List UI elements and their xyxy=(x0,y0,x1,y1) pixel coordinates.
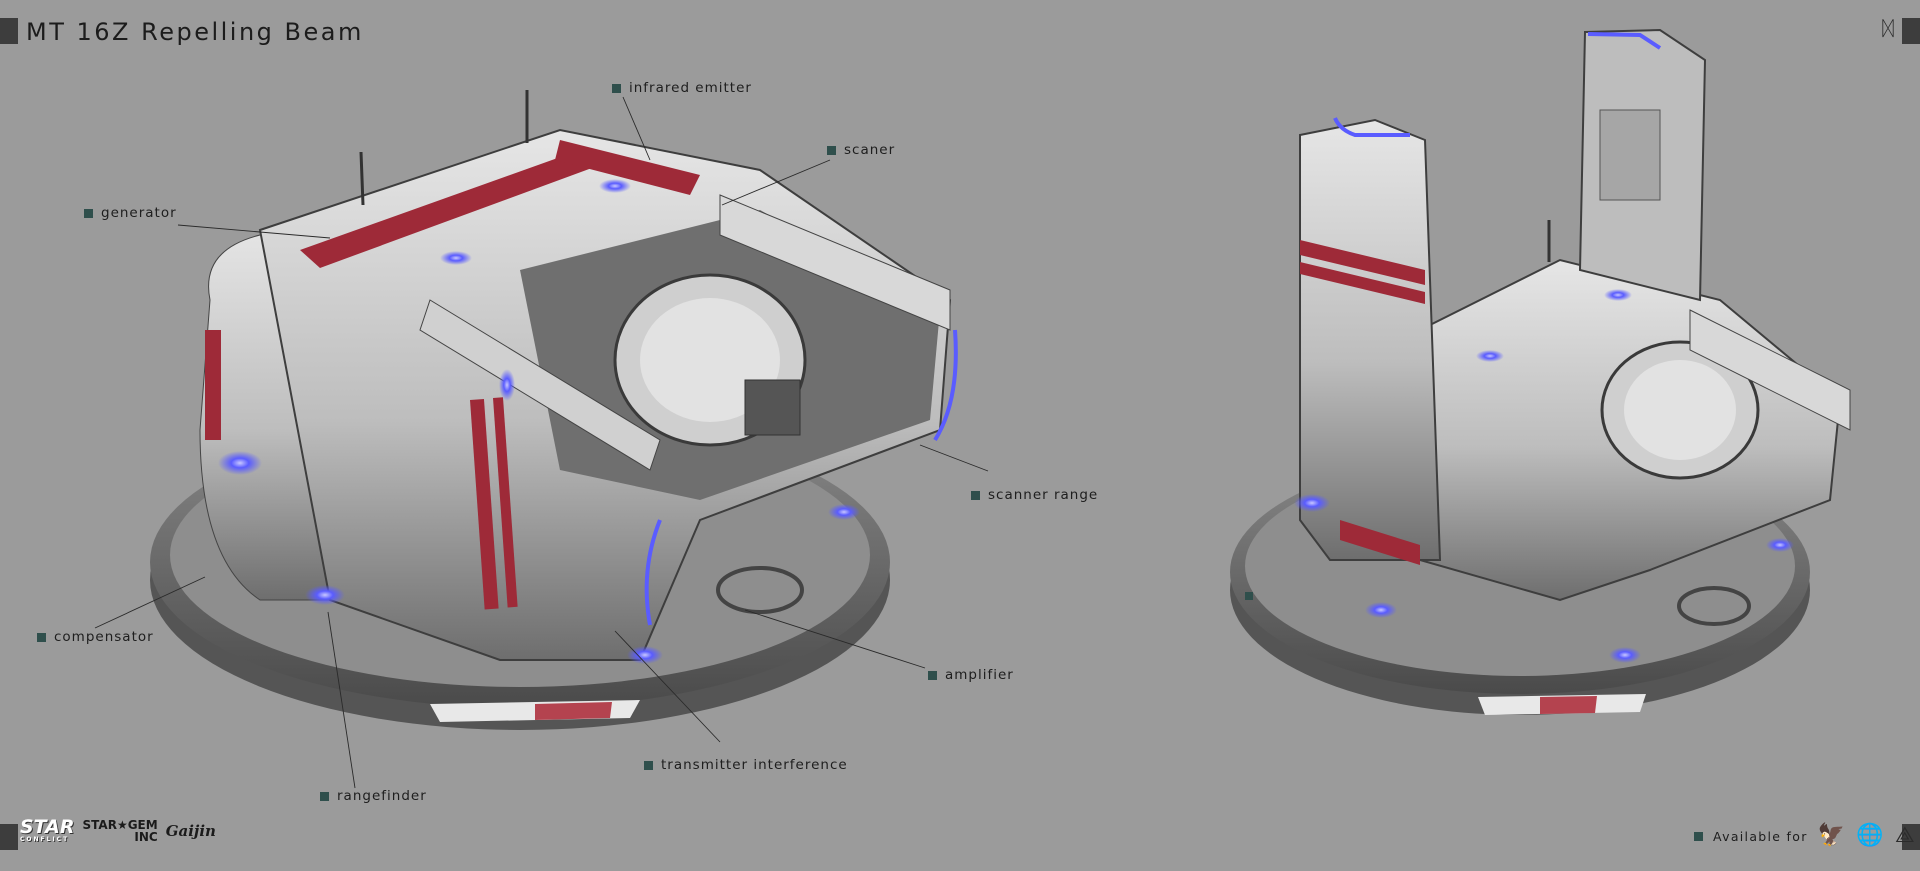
corner-block-bottom-left xyxy=(0,824,18,850)
label-bullet xyxy=(928,670,937,680)
logo-star-conflict-text: STAR xyxy=(20,816,75,838)
corner-block-top-left xyxy=(0,18,18,44)
logo-star-gem-bottom: INC xyxy=(134,829,158,844)
label-amplifier: amplifier xyxy=(928,667,1014,683)
label-infrared-emitter-text: infrared emitter xyxy=(629,80,752,96)
label-compensator-text: compensator xyxy=(54,629,154,645)
logo-mark-icon: ᛞ xyxy=(1882,18,1894,40)
label-rangefinder: rangefinder xyxy=(320,788,427,804)
corner-block-bottom-right xyxy=(1902,824,1920,850)
leader-lines xyxy=(94,96,989,789)
label-scanner-range: scanner range xyxy=(971,487,1098,503)
logo-star-gem: STAR★GEM INC xyxy=(83,819,158,843)
label-rangefinder-text: rangefinder xyxy=(337,788,427,804)
eagle-icon[interactable]: 🦅 xyxy=(1817,823,1847,848)
label-bullet xyxy=(612,83,621,93)
turret-right-view xyxy=(1230,28,1851,715)
logo-star-gem-top: STAR★GEM xyxy=(82,817,158,832)
right-view-marker xyxy=(1245,592,1253,600)
logo-star-conflict: STAR CONFLICT xyxy=(20,818,75,843)
label-bullet xyxy=(1694,831,1703,841)
logo-star-conflict-subtext: CONFLICT xyxy=(20,836,70,843)
label-generator: generator xyxy=(84,205,177,221)
label-bullet xyxy=(827,145,836,155)
turret-left-view xyxy=(150,90,958,730)
label-scaner-text: scaner xyxy=(844,142,896,158)
globe-icon[interactable]: 🌐 xyxy=(1856,823,1886,848)
corner-block-top-right xyxy=(1902,18,1920,44)
label-infrared-emitter: infrared emitter xyxy=(612,80,752,96)
label-amplifier-text: amplifier xyxy=(945,667,1014,683)
label-bullet xyxy=(644,760,653,770)
label-transmitter-interference: transmitter interference xyxy=(644,757,848,773)
label-bullet xyxy=(84,208,93,218)
steam-like-icon[interactable]: ⟁ xyxy=(1895,823,1916,848)
label-compensator: compensator xyxy=(37,629,154,645)
page-title: MT 16Z Repelling Beam xyxy=(26,18,364,46)
publisher-logos: STAR CONFLICT STAR★GEM INC Gaijin xyxy=(20,818,216,843)
label-transmitter-interference-text: transmitter interference xyxy=(661,757,848,773)
label-bullet xyxy=(37,632,46,642)
label-scaner: scaner xyxy=(827,142,895,158)
label-generator-text: generator xyxy=(101,205,177,221)
logo-gaijin: Gaijin xyxy=(165,821,216,840)
available-for-text: Available for xyxy=(1713,828,1808,844)
available-for: Available for 🦅 🌐 ⟁ xyxy=(1694,825,1916,847)
label-bullet xyxy=(971,490,980,500)
label-scanner-range-text: scanner range xyxy=(988,487,1099,503)
label-bullet xyxy=(320,791,329,801)
